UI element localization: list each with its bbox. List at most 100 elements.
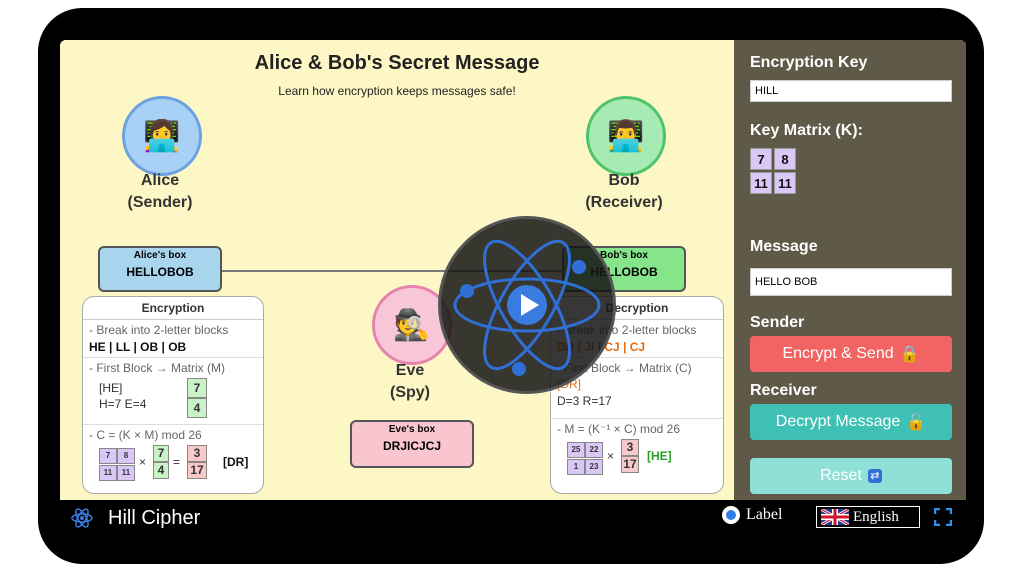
times-sign: × — [607, 449, 615, 463]
bob-name: Bob — [608, 172, 640, 189]
encryption-step1-label: - Break into 2-letter blocks — [89, 323, 229, 337]
c-mini-cell: 3 — [621, 439, 639, 456]
app-name: Hill Cipher — [108, 507, 201, 529]
alice-box-label: Alice's box — [133, 250, 187, 261]
connection-line — [220, 270, 570, 272]
kinv-cell: 23 — [585, 459, 603, 475]
encryption-letter-values: H=7 E=4 — [99, 397, 147, 411]
c-mini-cell: 3 — [187, 445, 207, 462]
key-input[interactable]: HILL — [750, 80, 952, 102]
bottom-bar: Hill Cipher Label English — [60, 500, 966, 536]
alice-box-value: HELLOBOB — [126, 265, 194, 279]
receiver-label: Receiver — [750, 382, 817, 399]
encryption-block: [HE] — [99, 381, 123, 395]
bob-avatar: 👨‍💻 — [586, 96, 666, 176]
language-selector[interactable]: English — [816, 506, 920, 528]
bob-box-label: Bob's box — [600, 250, 648, 261]
alice-role: (Sender) — [127, 194, 193, 211]
key-matrix: 7 8 11 11 — [750, 148, 800, 194]
decrypt-button-label: Decrypt Message — [775, 413, 901, 430]
main-panel: Alice & Bob's Secret Message Learn how e… — [60, 40, 734, 510]
eve-label: Eve (Spy) — [340, 360, 480, 404]
encryption-step-2: - First Block → Matrix (M) [HE] H=7 E=4 … — [83, 358, 263, 425]
decryption-letter-values: D=3 R=17 — [557, 394, 612, 408]
encryption-step-1: - Break into 2-letter blocks HE | LL | O… — [83, 320, 263, 358]
eve-box: Eve's box DRJICJCJ — [350, 420, 474, 468]
decryption-title: Decryption — [551, 297, 723, 320]
key-matrix-cell: 7 — [750, 148, 772, 170]
detective-icon: 🕵️ — [393, 308, 431, 342]
language-label: English — [853, 508, 899, 525]
matrix-label: Key Matrix (K): — [750, 122, 863, 139]
fullscreen-icon[interactable] — [933, 507, 953, 527]
app-screen: Alice & Bob's Secret Message Learn how e… — [60, 40, 966, 510]
uk-flag-icon — [821, 509, 849, 525]
k-cell: 11 — [117, 465, 135, 481]
label-toggle[interactable]: Label — [722, 506, 782, 524]
eve-name: Eve — [395, 362, 425, 379]
kinv-cell: 22 — [585, 442, 603, 458]
c-vector-mini: 3 17 — [187, 445, 207, 479]
encryption-result: [DR] — [223, 455, 249, 469]
m-mini-cell: 7 — [153, 445, 169, 462]
m-vector-cell: 4 — [187, 398, 207, 418]
page-title: Alice & Bob's Secret Message — [254, 52, 540, 74]
k-cell: 11 — [99, 465, 117, 481]
kinv-cell: 25 — [567, 442, 585, 458]
encryption-card: Encryption - Break into 2-letter blocks … — [82, 296, 264, 494]
unlock-icon: 🔓 — [906, 414, 927, 431]
key-matrix-cell: 8 — [774, 148, 796, 170]
bob-role: (Receiver) — [585, 194, 663, 211]
k-cell: 8 — [117, 448, 135, 464]
decryption-step3-label: - M = (K⁻¹ × C) mod 26 — [557, 422, 681, 436]
encrypt-send-button[interactable]: Encrypt & Send 🔒 — [750, 336, 952, 372]
lock-icon: 🔒 — [899, 346, 920, 363]
m-mini-cell: 4 — [153, 462, 169, 479]
decryption-result: [HE] — [647, 449, 672, 463]
alice-avatar: 👩‍💻 — [122, 96, 202, 176]
reset-button[interactable]: Reset ⇄ — [750, 458, 952, 494]
decrypt-message-button[interactable]: Decrypt Message 🔓 — [750, 404, 952, 440]
key-matrix-cell: 11 — [774, 172, 796, 194]
play-overlay[interactable] — [438, 216, 616, 394]
page-subtitle: Learn how encryption keeps messages safe… — [278, 84, 516, 98]
alice-label: Alice (Sender) — [90, 170, 230, 214]
m-vector-cell: 7 — [187, 378, 207, 398]
refresh-icon: ⇄ — [867, 469, 882, 483]
decryption-card: Decryption - Break into 2-letter blocks … — [550, 296, 724, 494]
alice-box: Alice's box HELLOBOB — [98, 246, 222, 292]
message-label: Message — [750, 238, 818, 255]
equals-sign: = — [173, 455, 181, 469]
key-label: Encryption Key — [750, 54, 868, 71]
c-vector-mini: 3 17 — [621, 439, 639, 473]
radio-icon — [722, 506, 740, 524]
encryption-blocks: HE | LL | OB | OB — [89, 340, 187, 354]
alice-name: Alice — [140, 172, 180, 189]
k-cell: 7 — [99, 448, 117, 464]
man-laptop-icon: 👨‍💻 — [607, 119, 645, 153]
encryption-step3-label: - C = (K × M) mod 26 — [89, 428, 202, 442]
bob-label: Bob (Receiver) — [554, 170, 694, 214]
encryption-step2-label: - First Block → Matrix (M) — [89, 361, 225, 375]
c-mini-cell: 17 — [187, 462, 207, 479]
eve-role: (Spy) — [390, 384, 430, 401]
control-sidebar: Encryption Key HILL Key Matrix (K): 7 8 … — [734, 40, 966, 510]
key-matrix-cell: 11 — [750, 172, 772, 194]
kinv-cell: 1 — [567, 459, 585, 475]
m-vector: 7 4 — [187, 378, 207, 418]
m-vector-mini: 7 4 — [153, 445, 169, 479]
times-sign: × — [139, 455, 147, 469]
message-input[interactable]: HELLO BOB — [750, 268, 952, 296]
encryption-title: Encryption — [83, 297, 263, 320]
atom-logo-icon — [71, 508, 93, 528]
eve-box-value: DRJICJCJ — [382, 439, 442, 453]
woman-laptop-icon: 👩‍💻 — [143, 119, 181, 153]
atom-icon — [453, 239, 601, 376]
reset-button-label: Reset — [820, 467, 862, 484]
label-toggle-text: Label — [746, 506, 783, 523]
eve-box-label: Eve's box — [388, 424, 436, 435]
